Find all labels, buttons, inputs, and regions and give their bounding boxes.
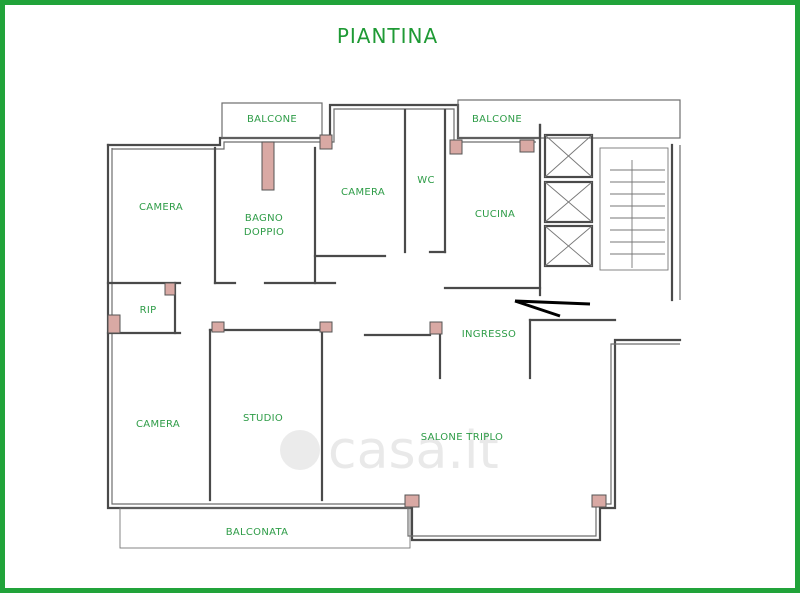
watermark-group: casa.it bbox=[280, 421, 499, 481]
label-balcone-1: BALCONE bbox=[247, 114, 297, 125]
watermark-logo-icon bbox=[280, 430, 320, 470]
balconata-outline bbox=[119, 507, 411, 549]
inner-walls bbox=[106, 108, 617, 502]
label-bagno-line1: BAGNO bbox=[245, 213, 283, 224]
label-camera-3: CAMERA bbox=[136, 419, 180, 430]
label-bagno-line2: DOPPIO bbox=[244, 227, 284, 238]
label-wc: WC bbox=[417, 175, 434, 186]
stair-core bbox=[543, 133, 681, 302]
label-salone: SALONE TRIPLO bbox=[421, 432, 503, 443]
label-camera-1: CAMERA bbox=[139, 202, 183, 213]
label-balcone-2: BALCONE bbox=[472, 114, 522, 125]
label-cucina: CUCINA bbox=[475, 209, 515, 220]
balcone-2-outline bbox=[457, 99, 681, 139]
watermark-text: casa.it bbox=[328, 421, 499, 481]
outer-walls bbox=[106, 99, 682, 549]
label-rip: RIP bbox=[140, 305, 157, 316]
room-labels: BALCONE BALCONE CAMERA BAGNO DOPPIO CAME… bbox=[136, 114, 522, 538]
pillars bbox=[107, 134, 607, 508]
label-balconata: BALCONATA bbox=[226, 527, 289, 538]
page-title: PIANTINA bbox=[336, 24, 439, 48]
entrance-arrow-icon bbox=[514, 299, 591, 318]
label-ingresso: INGRESSO bbox=[462, 329, 516, 340]
label-studio: STUDIO bbox=[243, 413, 283, 424]
balcone-1-outline bbox=[221, 102, 323, 139]
label-camera-2: CAMERA bbox=[341, 187, 385, 198]
